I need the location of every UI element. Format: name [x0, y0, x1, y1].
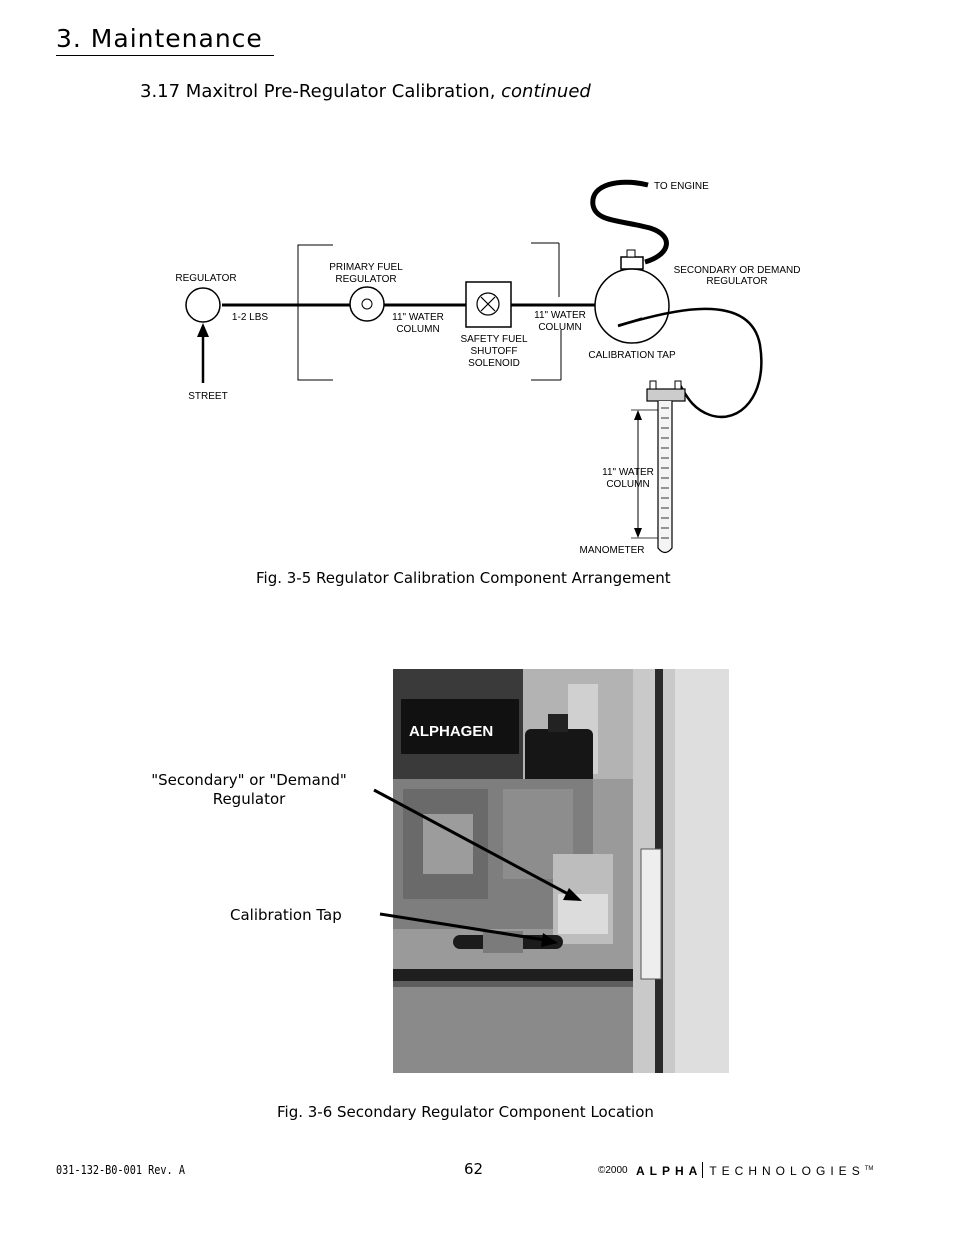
- label-wc3-line1: 11" WATER: [602, 467, 654, 478]
- secondary-regulator: [594, 268, 670, 344]
- brand-separator: [702, 1162, 704, 1178]
- label-primary-line2: REGULATOR: [335, 274, 396, 285]
- photo-brand-label: ALPHAGEN: [409, 723, 493, 740]
- label-safety-line2: SHUTOFF: [470, 346, 517, 357]
- label-primary-line1: PRIMARY FUEL: [329, 262, 403, 273]
- label-wc3-line2: COLUMN: [606, 479, 649, 490]
- manometer-head: [646, 388, 686, 402]
- callout-arrows: [373, 788, 582, 947]
- callout-secondary-regulator: "Secondary" or "Demand" Regulator: [146, 771, 352, 809]
- manometer-scale: [661, 407, 669, 539]
- label-safety-line3: SOLENOID: [468, 358, 520, 369]
- callout-calibration-tap: Calibration Tap: [230, 906, 342, 924]
- subsection-title: 3.17 Maxitrol Pre-Regulator Calibration,…: [140, 81, 591, 102]
- arrow-secondary-head: [563, 888, 582, 901]
- bracket-left: [297, 244, 333, 381]
- arrow-calibration-head: [541, 933, 558, 947]
- label-calibration-tap: CALIBRATION TAP: [588, 350, 676, 361]
- brand-technologies: TECHNOLOGIES: [709, 1164, 865, 1178]
- generator-photo: ALPHAGEN: [393, 669, 729, 1073]
- label-manometer: MANOMETER: [580, 545, 645, 556]
- figure2-caption: Fig. 3-6 Secondary Regulator Component L…: [277, 1103, 654, 1121]
- brand-alpha: ALPHA: [636, 1164, 703, 1178]
- arrow-secondary: [373, 788, 571, 897]
- label-wc2-line2: COLUMN: [538, 322, 581, 333]
- label-safety-line1: SAFETY FUEL: [460, 334, 527, 345]
- safety-shutoff-solenoid: [465, 281, 512, 328]
- label-street: STREET: [188, 391, 227, 402]
- document-number: 031-132-B0-001 Rev. A: [56, 1163, 185, 1177]
- label-lbs: 1-2 LBS: [232, 312, 268, 323]
- subsection-title-text: 3.17 Maxitrol Pre-Regulator Calibration,: [140, 81, 502, 102]
- label-wc2-line1: 11" WATER: [534, 310, 586, 321]
- street-arrow-head: [197, 323, 209, 337]
- regulator-calibration-diagram: TO ENGINE SECONDARY OR DEMAND REGULATOR …: [175, 179, 801, 556]
- solenoid-symbol: [476, 292, 500, 316]
- label-to-engine: TO ENGINE: [654, 181, 709, 192]
- manometer-tube: [657, 401, 673, 554]
- page-number: 62: [464, 1160, 484, 1178]
- primary-fuel-regulator-inner: [361, 298, 373, 310]
- section-title: 3. Maintenance: [56, 24, 274, 56]
- label-secondary-line1: SECONDARY OR DEMAND: [674, 265, 801, 276]
- manometer-hose: [617, 307, 763, 419]
- street-regulator: [185, 287, 221, 323]
- copyright: ©2000: [598, 1165, 628, 1176]
- brand-tm: TM: [864, 1166, 874, 1172]
- label-wc1-line1: 11" WATER: [392, 312, 444, 323]
- secondary-regulator-cap: [620, 256, 644, 270]
- callout-secondary-line1: "Secondary" or "Demand": [151, 771, 347, 789]
- label-secondary-line2: REGULATOR: [706, 276, 767, 287]
- callout-secondary-line2: Regulator: [212, 790, 286, 808]
- label-regulator: REGULATOR: [175, 273, 236, 284]
- subsection-title-suffix: continued: [501, 81, 591, 102]
- arrow-calibration: [379, 912, 546, 942]
- figure1-caption: Fig. 3-5 Regulator Calibration Component…: [256, 569, 671, 587]
- engine-hose: [590, 179, 669, 265]
- label-wc1-line2: COLUMN: [396, 324, 439, 335]
- alpha-technologies-logo: ALPHA TECHNOLOGIESTM: [636, 1162, 873, 1178]
